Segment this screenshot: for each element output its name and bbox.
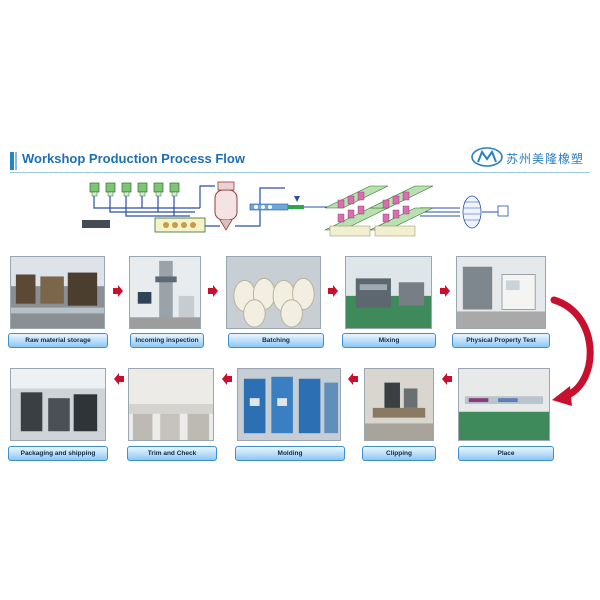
step-label-place: Place bbox=[458, 446, 554, 461]
title-accent-bar bbox=[10, 152, 14, 170]
output-station bbox=[482, 205, 509, 217]
step-label-trim-and-check: Trim and Check bbox=[127, 446, 217, 461]
left-arrow-icon bbox=[442, 373, 452, 385]
curved-arrow-icon bbox=[550, 296, 594, 406]
left-arrow-icon bbox=[114, 373, 124, 385]
step-photo-mixing bbox=[345, 256, 432, 329]
company-logo bbox=[470, 146, 580, 168]
step-label-incoming-inspection: Incoming inspection bbox=[130, 333, 204, 348]
left-arrow-icon bbox=[348, 373, 358, 385]
step-label-packaging-and-shipping: Packaging and shipping bbox=[8, 446, 108, 461]
step-label-batching: Batching bbox=[228, 333, 324, 348]
mixer-tank bbox=[214, 181, 238, 231]
step-photo-packaging-and-shipping bbox=[10, 368, 106, 441]
molding-press-b bbox=[369, 185, 434, 237]
step-label-mixing: Mixing bbox=[342, 333, 436, 348]
production-line-schematic bbox=[82, 181, 509, 237]
step-photo-molding bbox=[237, 368, 341, 441]
logo-icon bbox=[471, 147, 503, 167]
header-divider bbox=[10, 172, 590, 173]
right-arrow-icon bbox=[113, 285, 123, 297]
step-photo-physical-property-test bbox=[456, 256, 546, 329]
batch-scale bbox=[154, 217, 206, 233]
raw-silos bbox=[89, 182, 180, 197]
batch-bags bbox=[163, 222, 196, 228]
company-name: 苏州美隆橡塑 bbox=[506, 152, 585, 166]
title-accent-bar-secondary bbox=[15, 152, 17, 170]
extruder bbox=[249, 196, 304, 211]
step-label-clipping: Clipping bbox=[362, 446, 436, 461]
step-photo-clipping bbox=[364, 368, 434, 441]
step-label-raw-material-storage: Raw material storage bbox=[8, 333, 108, 348]
step-label-physical-property-test: Physical Property Test bbox=[452, 333, 550, 348]
hopper-unit bbox=[82, 220, 110, 228]
step-photo-batching bbox=[226, 256, 321, 329]
right-arrow-icon bbox=[440, 285, 450, 297]
step-photo-trim-and-check bbox=[128, 368, 214, 441]
left-arrow-icon bbox=[222, 373, 232, 385]
molding-press-a bbox=[324, 185, 389, 237]
right-arrow-icon bbox=[328, 285, 338, 297]
step-photo-raw-material-storage bbox=[10, 256, 105, 329]
right-arrow-icon bbox=[208, 285, 218, 297]
step-photo-incoming-inspection bbox=[129, 256, 201, 329]
step-photo-place bbox=[458, 368, 550, 441]
step-label-molding: Molding bbox=[235, 446, 345, 461]
page-title: Workshop Production Process Flow bbox=[22, 151, 245, 166]
curing-rack bbox=[462, 195, 482, 229]
